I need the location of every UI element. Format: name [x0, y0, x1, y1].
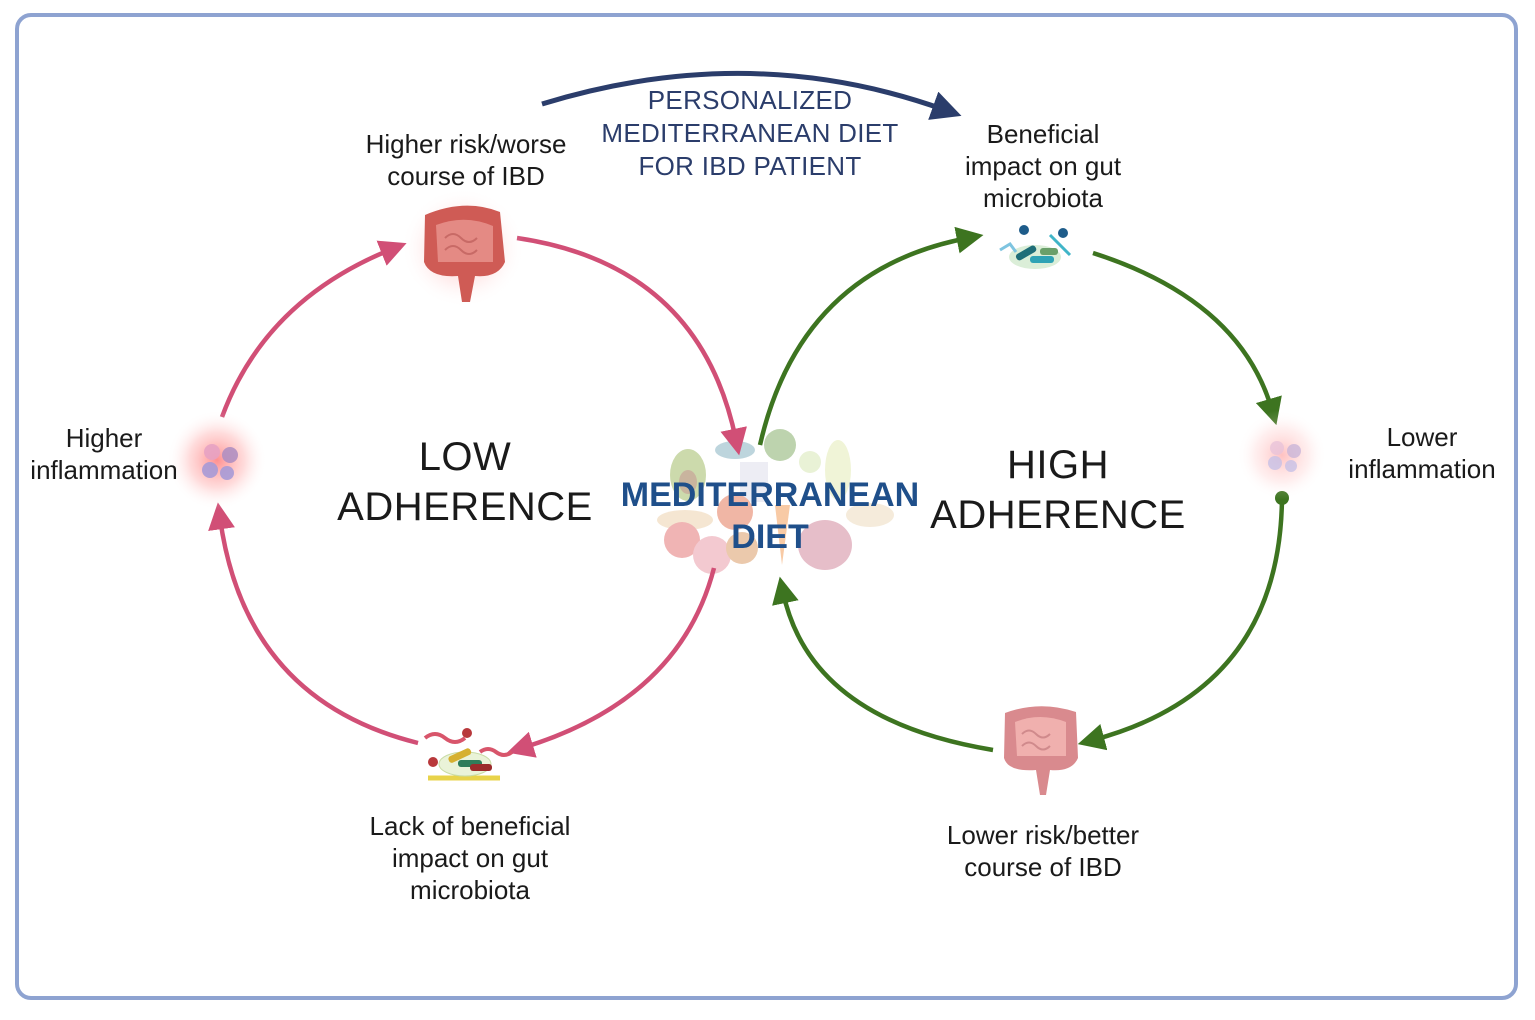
- low-adherence-title: LOW ADHERENCE: [337, 435, 593, 529]
- personalized-diet-label: PERSONALIZED MEDITERRANEAN DIET FOR IBD …: [601, 85, 899, 181]
- arrow-bottom-to-left: [208, 502, 419, 746]
- inhibition-right-to-bottom: [1077, 497, 1285, 751]
- mediterranean-food-illustration: [657, 429, 894, 574]
- arrow-center-to-top: [757, 226, 984, 446]
- inflammatory-cells-icon-left: [167, 410, 267, 510]
- diagram-frame: [15, 13, 1518, 1000]
- personalized-arrow: [541, 70, 962, 120]
- arrow-left-to-top: [219, 240, 407, 418]
- high-adherence-title: HIGH ADHERENCE: [930, 443, 1186, 537]
- arrow-center-to-bottom: [506, 567, 717, 758]
- beneficial-microbiota-icon: [999, 225, 1072, 269]
- arrow-top-to-center: [516, 235, 747, 456]
- node-beneficial-microbiota: Beneficial impact on gut microbiota: [964, 119, 1122, 213]
- node-higher-inflammation: Higher inflammation: [30, 423, 178, 485]
- inflamed-intestine-icon: [401, 188, 525, 308]
- dysbiotic-microbiota-icon: [423, 728, 514, 781]
- node-lack-beneficial-microbiota: Lack of beneficial impact on gut microbi…: [369, 811, 571, 905]
- arrow-top-to-right: [1092, 250, 1282, 426]
- node-higher-risk-ibd: Higher risk/worse course of IBD: [365, 129, 567, 191]
- mediterranean-diet-label: MEDITERRANEAN DIET: [620, 476, 920, 556]
- low-adherence-cycle: [208, 235, 747, 758]
- node-lower-risk-ibd: Lower risk/better course of IBD: [946, 820, 1140, 882]
- node-lower-inflammation: Lower inflammation: [1348, 422, 1496, 484]
- inflammatory-cells-icon-right: [1237, 410, 1327, 500]
- arrow-bottom-to-center: [772, 576, 994, 753]
- healthy-intestine-icon: [1004, 706, 1078, 795]
